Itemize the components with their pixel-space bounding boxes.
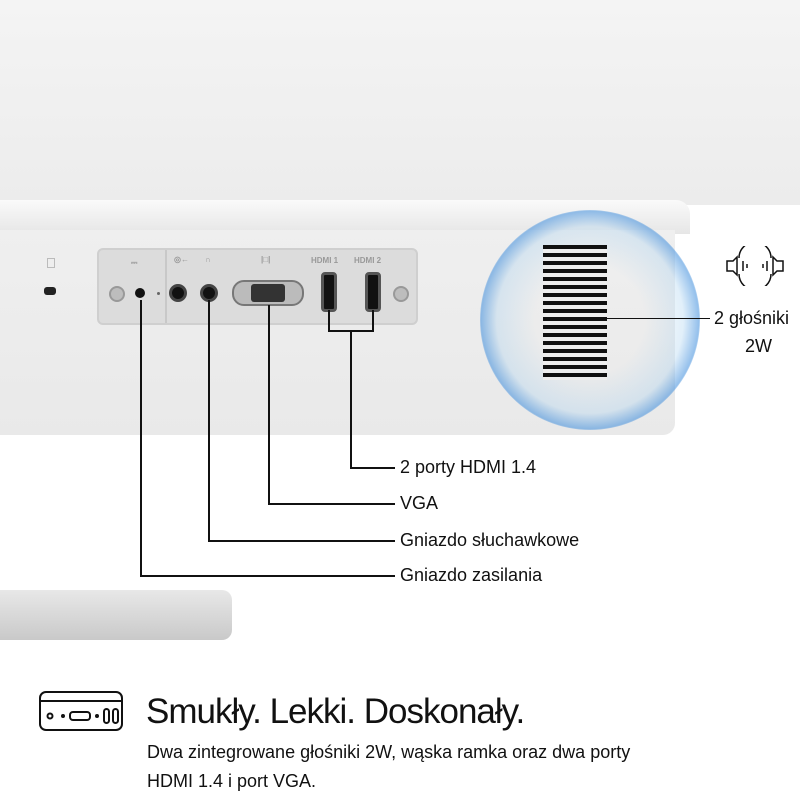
hdmi2-leader	[372, 310, 374, 331]
vga-port	[232, 280, 304, 306]
hdmi1-leader	[328, 310, 330, 331]
vga-leader	[268, 305, 270, 504]
slim-monitor-icon	[39, 691, 123, 731]
hdmi2-port	[365, 272, 381, 312]
hdmi1-label: HDMI 1	[311, 256, 339, 265]
feature-heading: Smukły. Lekki. Doskonały.	[146, 692, 525, 731]
monitor-stand	[0, 590, 232, 640]
speakers-callout-1: 2 głośniki	[714, 308, 790, 328]
lock-slot	[44, 287, 56, 295]
headphone-leader	[208, 300, 210, 541]
hdmi-leader-h	[350, 467, 395, 469]
vga-icon: |□|	[261, 255, 271, 264]
hdmi-leader	[350, 330, 352, 468]
power-leader-h	[140, 575, 395, 577]
speakers-callout-2: 2W	[745, 336, 772, 356]
vga-leader-h	[268, 503, 395, 505]
speaker-grille	[543, 245, 607, 380]
audio-in-port	[169, 284, 187, 302]
power-callout: Gniazdo zasilania	[400, 565, 543, 585]
power-leader	[140, 300, 142, 576]
screw-icon	[393, 286, 409, 302]
headphone-icon: ∩	[205, 255, 211, 264]
vga-callout: VGA	[400, 493, 439, 513]
lock-icon	[47, 258, 55, 268]
power-led	[157, 292, 160, 295]
hdmi2-label: HDMI 2	[354, 256, 382, 265]
screw-icon	[109, 286, 125, 302]
dc-power-icon: ⎓	[131, 258, 138, 267]
hdmi-callout: 2 porty HDMI 1.4	[400, 457, 537, 477]
hdmi1-port	[321, 272, 337, 312]
monitor-back-top	[0, 0, 800, 205]
power-port	[135, 288, 145, 298]
headphone-leader-h	[208, 540, 395, 542]
feature-body-line1: Dwa zintegrowane głośniki 2W, wąska ramk…	[147, 742, 631, 762]
port-panel: ⎓ ◎← ∩ |□| HDMI 1 HDMI 2	[97, 248, 418, 325]
vga-pins	[251, 284, 285, 302]
feature-body-line2: HDMI 1.4 i port VGA.	[147, 771, 317, 791]
speaker-leader	[597, 318, 710, 319]
panel-divider	[165, 250, 167, 323]
headphone-callout: Gniazdo słuchawkowe	[400, 530, 580, 550]
audio-in-icon: ◎←	[174, 255, 189, 264]
speakers-icon	[726, 246, 784, 286]
